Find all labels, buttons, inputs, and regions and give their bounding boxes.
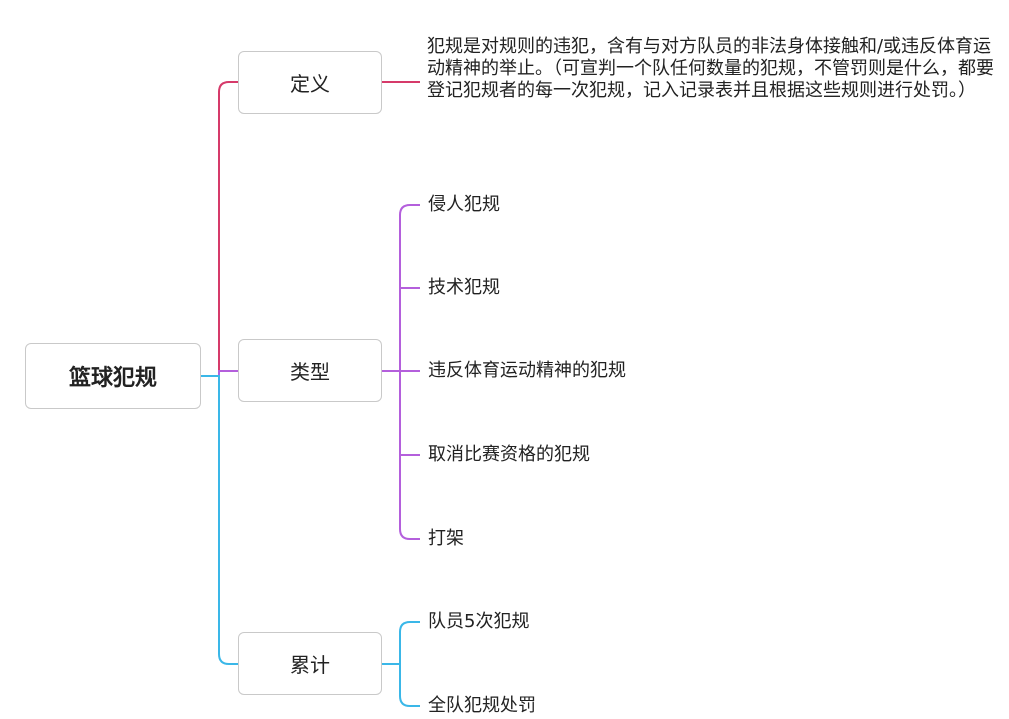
definition-text: 犯规是对规则的违犯，含有与对方队员的非法身体接触和/或违反体育运动精神的举止。（… [427, 36, 994, 101]
branch-types-node[interactable]: 类型 [238, 339, 382, 402]
branch-accumulation-label: 累计 [290, 653, 330, 677]
accumulation-item-team-foul-penalty[interactable]: 全队犯规处罚 [428, 695, 536, 716]
type-item-fighting[interactable]: 打架 [428, 528, 464, 549]
type-item-disqualifying-foul[interactable]: 取消比赛资格的犯规 [428, 444, 590, 465]
type-item-personal-foul[interactable]: 侵人犯规 [428, 194, 500, 215]
root-label: 篮球犯规 [68, 366, 157, 391]
branch-definition-node[interactable]: 定义 [238, 51, 382, 114]
type-item-unsportsmanlike-foul[interactable]: 违反体育运动精神的犯规 [428, 360, 626, 381]
connector-root-accumulation [201, 375, 238, 665]
type-item-technical-foul[interactable]: 技术犯规 [428, 277, 500, 298]
accumulation-item-player-five-fouls[interactable]: 队员5次犯规 [428, 611, 530, 632]
connector-accumulation-children [399, 621, 420, 707]
connector-root-definition [201, 81, 238, 377]
branch-types-label: 类型 [290, 360, 330, 384]
branch-definition-label: 定义 [290, 72, 330, 96]
root-node[interactable]: 篮球犯规 [25, 343, 201, 409]
branch-accumulation-node[interactable]: 累计 [238, 632, 382, 695]
